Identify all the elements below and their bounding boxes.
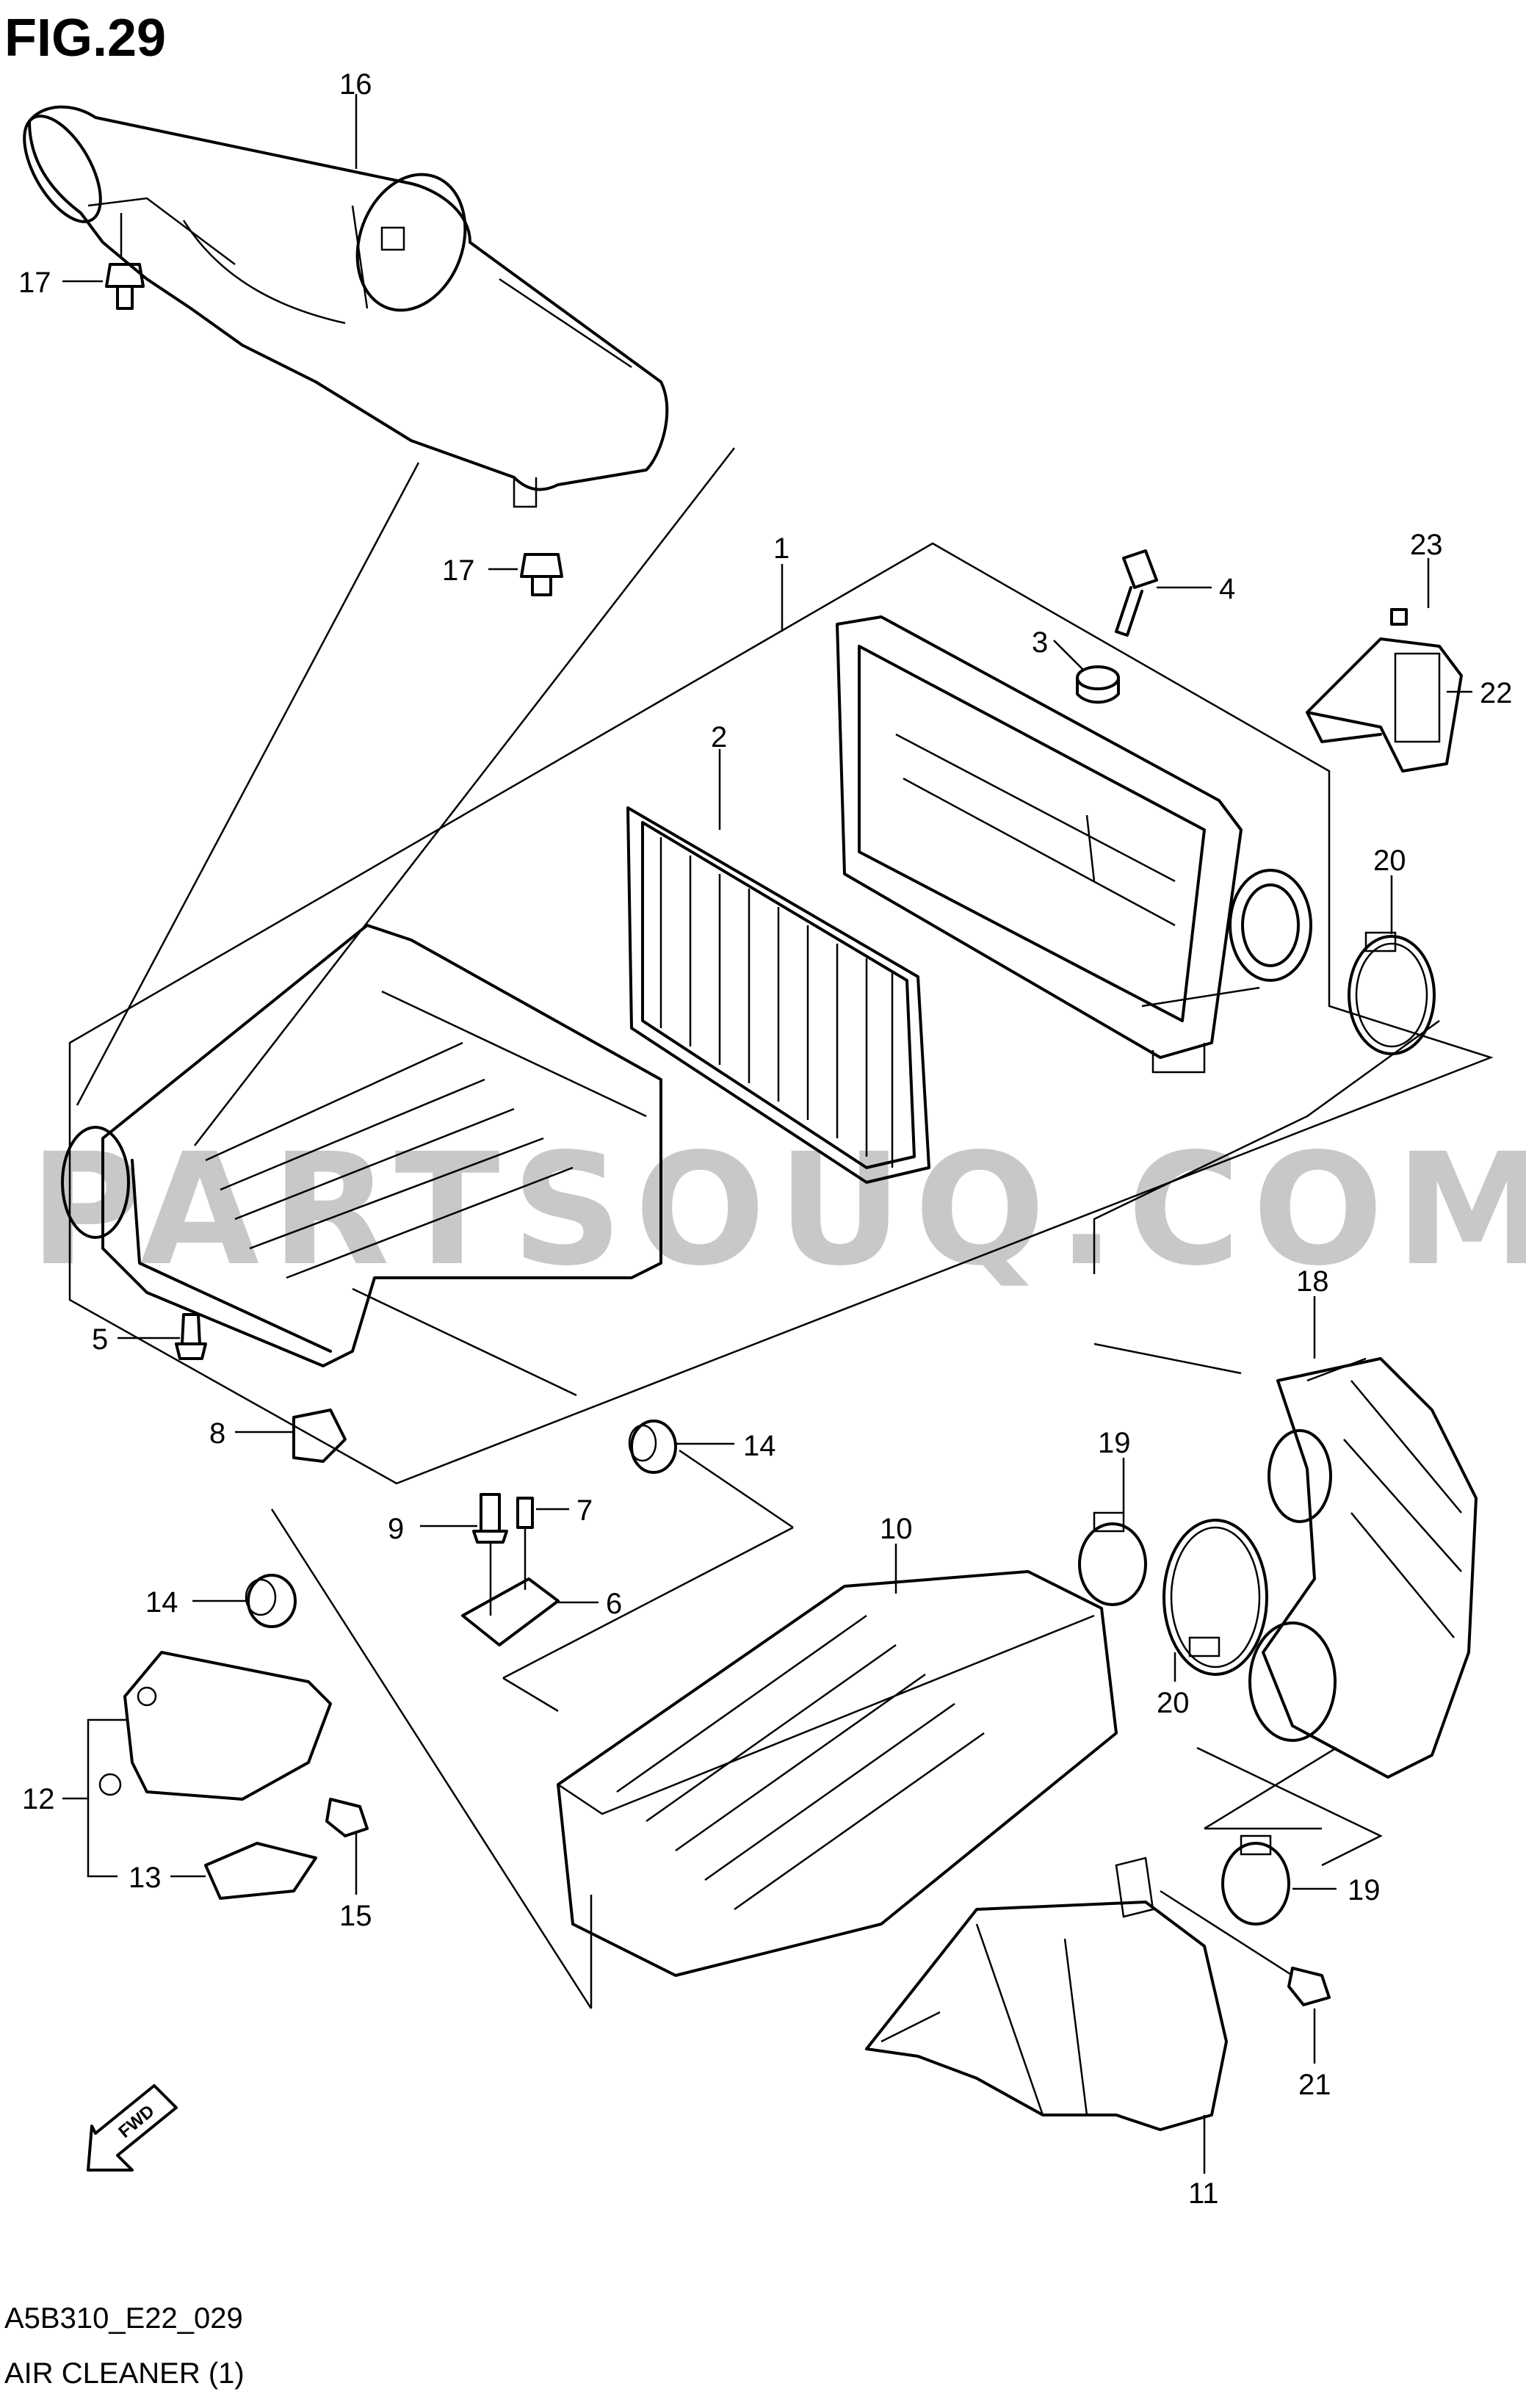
grommet-part-8[interactable] [292,1409,347,1463]
mount-rubber-part-14-lower[interactable] [245,1574,297,1628]
intake-duct-part-16[interactable] [9,104,669,508]
bolt-part-9[interactable] [472,1493,508,1544]
callout-20-lower: 20 [1157,1687,1190,1719]
bolt-part-7[interactable] [516,1497,534,1529]
hose-clamp-part-19-upper[interactable] [1078,1511,1147,1606]
bracket-part-6[interactable] [461,1577,560,1646]
air-cleaner-upper-case[interactable] [836,615,1312,1074]
callout-17-middle: 17 [442,554,475,587]
inlet-duct-part-11[interactable] [865,1856,1228,2131]
figure-code: A5B310_E22_029 [4,2302,243,2335]
callout-15: 15 [339,1900,372,1932]
pad-part-13[interactable] [204,1842,317,1900]
leader-lines [62,94,1472,2174]
filter-element-part-2[interactable] [626,806,930,1184]
screw-part-23[interactable] [1390,608,1408,626]
callout-14-lower: 14 [145,1586,178,1619]
bolt-part-21[interactable] [1287,1967,1331,2006]
callout-2: 2 [711,721,727,753]
bracket-part-12[interactable] [98,1651,332,1801]
clip-part-5[interactable] [175,1313,207,1360]
callout-18: 18 [1296,1265,1329,1298]
airflow-sensor-part-22[interactable] [1306,637,1463,773]
callout-19-upper: 19 [1098,1427,1131,1459]
callout-8: 8 [209,1417,225,1450]
callout-9: 9 [388,1513,404,1545]
figure-caption: AIR CLEANER (1) [4,2357,245,2390]
callout-labels: 16 17 17 1 2 3 4 23 22 20 18 5 8 14 19 1… [18,68,1513,2210]
hose-clamp-part-19-lower[interactable] [1221,1834,1290,1926]
grommet-part-3[interactable] [1076,665,1120,704]
air-cleaner-lower-case[interactable] [61,924,662,1367]
figure-title: FIG.29 [4,9,166,68]
callout-23: 23 [1410,529,1443,561]
callout-7: 7 [576,1494,593,1527]
screw-part-17-top[interactable] [105,263,145,310]
callout-22: 22 [1480,677,1513,709]
bolt-part-4[interactable] [1115,549,1158,637]
callout-6: 6 [606,1588,622,1620]
fwd-label: FWD [115,2101,158,2142]
callout-17-top: 17 [18,267,51,299]
callout-1: 1 [773,532,789,565]
callout-20-upper: 20 [1373,845,1406,877]
callout-5: 5 [92,1323,108,1356]
mount-rubber-part-14-upper[interactable] [628,1420,677,1474]
callout-13: 13 [129,1862,162,1894]
callout-11: 11 [1188,2177,1219,2210]
callout-21: 21 [1298,2069,1331,2101]
callout-16: 16 [339,68,372,101]
callout-14-upper: 14 [743,1430,776,1462]
callout-4: 4 [1219,573,1235,605]
resonator-part-10[interactable] [557,1570,1118,1977]
screw-part-17-middle[interactable] [520,553,563,596]
intake-hose-part-18[interactable] [1248,1357,1478,1779]
watermark-text: PARTSOUQ.COM [29,1120,1526,1300]
callout-12: 12 [22,1783,55,1815]
fwd-arrow-icon: FWD [87,2084,178,2172]
hose-clamp-part-20-lower[interactable] [1162,1519,1268,1676]
bolt-part-15[interactable] [325,1798,369,1837]
assembly-outline-part-1 [68,542,1494,1485]
callout-19-lower: 19 [1348,1874,1381,1906]
hose-clamp-part-20-upper[interactable] [1348,931,1436,1055]
callout-3: 3 [1032,626,1048,659]
callout-10: 10 [880,1513,913,1545]
